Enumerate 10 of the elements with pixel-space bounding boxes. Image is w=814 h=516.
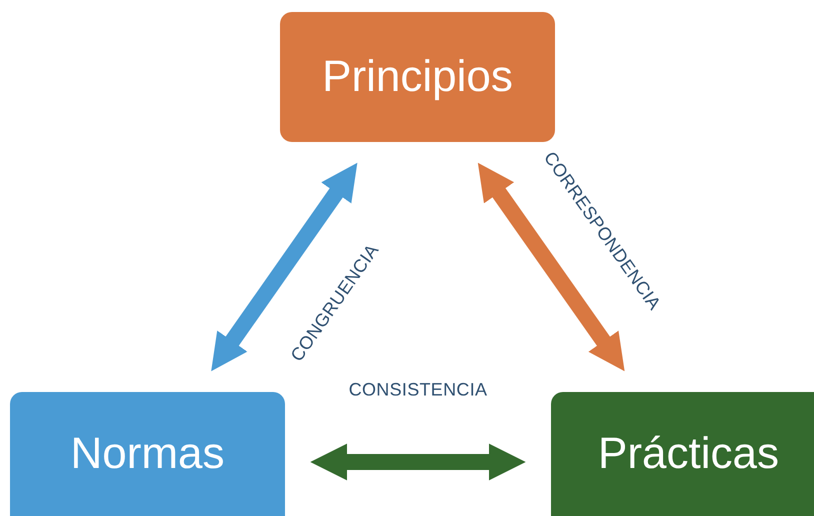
concept-box [280, 12, 555, 142]
double-arrow [211, 162, 358, 372]
double-arrow [478, 162, 625, 372]
box-label: Normas [70, 429, 225, 479]
double-arrow [310, 444, 526, 480]
box-label: Principios [322, 52, 513, 102]
concept-box [10, 392, 285, 516]
concept-box [551, 392, 814, 516]
box-label: Prácticas [598, 429, 779, 479]
edge-label: CONSISTENCIA [348, 380, 488, 400]
